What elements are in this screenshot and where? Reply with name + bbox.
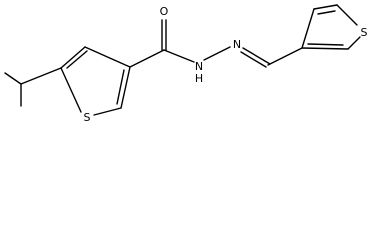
bond-c3-c2 — [120, 66, 131, 109]
thiophene-ring-left — [60, 46, 131, 116]
bond-c5-c4 — [60, 46, 86, 69]
atom-sulfur-left: S — [84, 111, 91, 124]
chemical-structure: S O N H N S — [4, 4, 368, 124]
bond-c5-c4-inner — [66, 50, 88, 69]
atom-sulfur-right: S — [361, 26, 368, 39]
bond-r2-c3-c2 — [301, 47, 349, 50]
atom-labels: S O N H N S — [84, 5, 368, 124]
bond-ring-to-carbonyl — [129, 49, 165, 68]
bond-r2-c4-c5-inner — [317, 10, 336, 15]
bond-r2-c5-s — [336, 4, 358, 26]
bond-r2-c3-c4 — [301, 8, 315, 49]
bond-ch3-left — [4, 72, 22, 85]
bond-c4-c3 — [84, 46, 131, 68]
bond-isopropyl-to-ring — [20, 67, 62, 85]
bond-carbonyl-to-nh — [163, 49, 195, 63]
isopropyl-group — [4, 67, 62, 107]
atom-nitrogen-imine: N — [233, 38, 241, 51]
bond-c3-c2-inner — [116, 69, 125, 105]
bond-n-to-ch-a — [242, 47, 271, 65]
atom-oxygen: O — [160, 5, 169, 18]
bond-nh-to-n — [203, 46, 231, 61]
atom-nitrogen-nh: N — [195, 60, 203, 73]
bond-ch-to-ring — [267, 47, 303, 66]
hydrazide-group — [129, 19, 303, 68]
bond-n-to-ch-b — [240, 51, 267, 68]
bond-s-c5 — [60, 67, 82, 113]
thiophene-ring-right — [301, 4, 361, 50]
bond-c2-s — [93, 107, 122, 116]
bond-r2-c4-c5 — [313, 4, 338, 10]
bond-r2-s-c2 — [347, 36, 361, 50]
atom-hydrogen-nh: H — [195, 72, 203, 85]
bond-r2-c3-c2-inner — [307, 43, 344, 46]
